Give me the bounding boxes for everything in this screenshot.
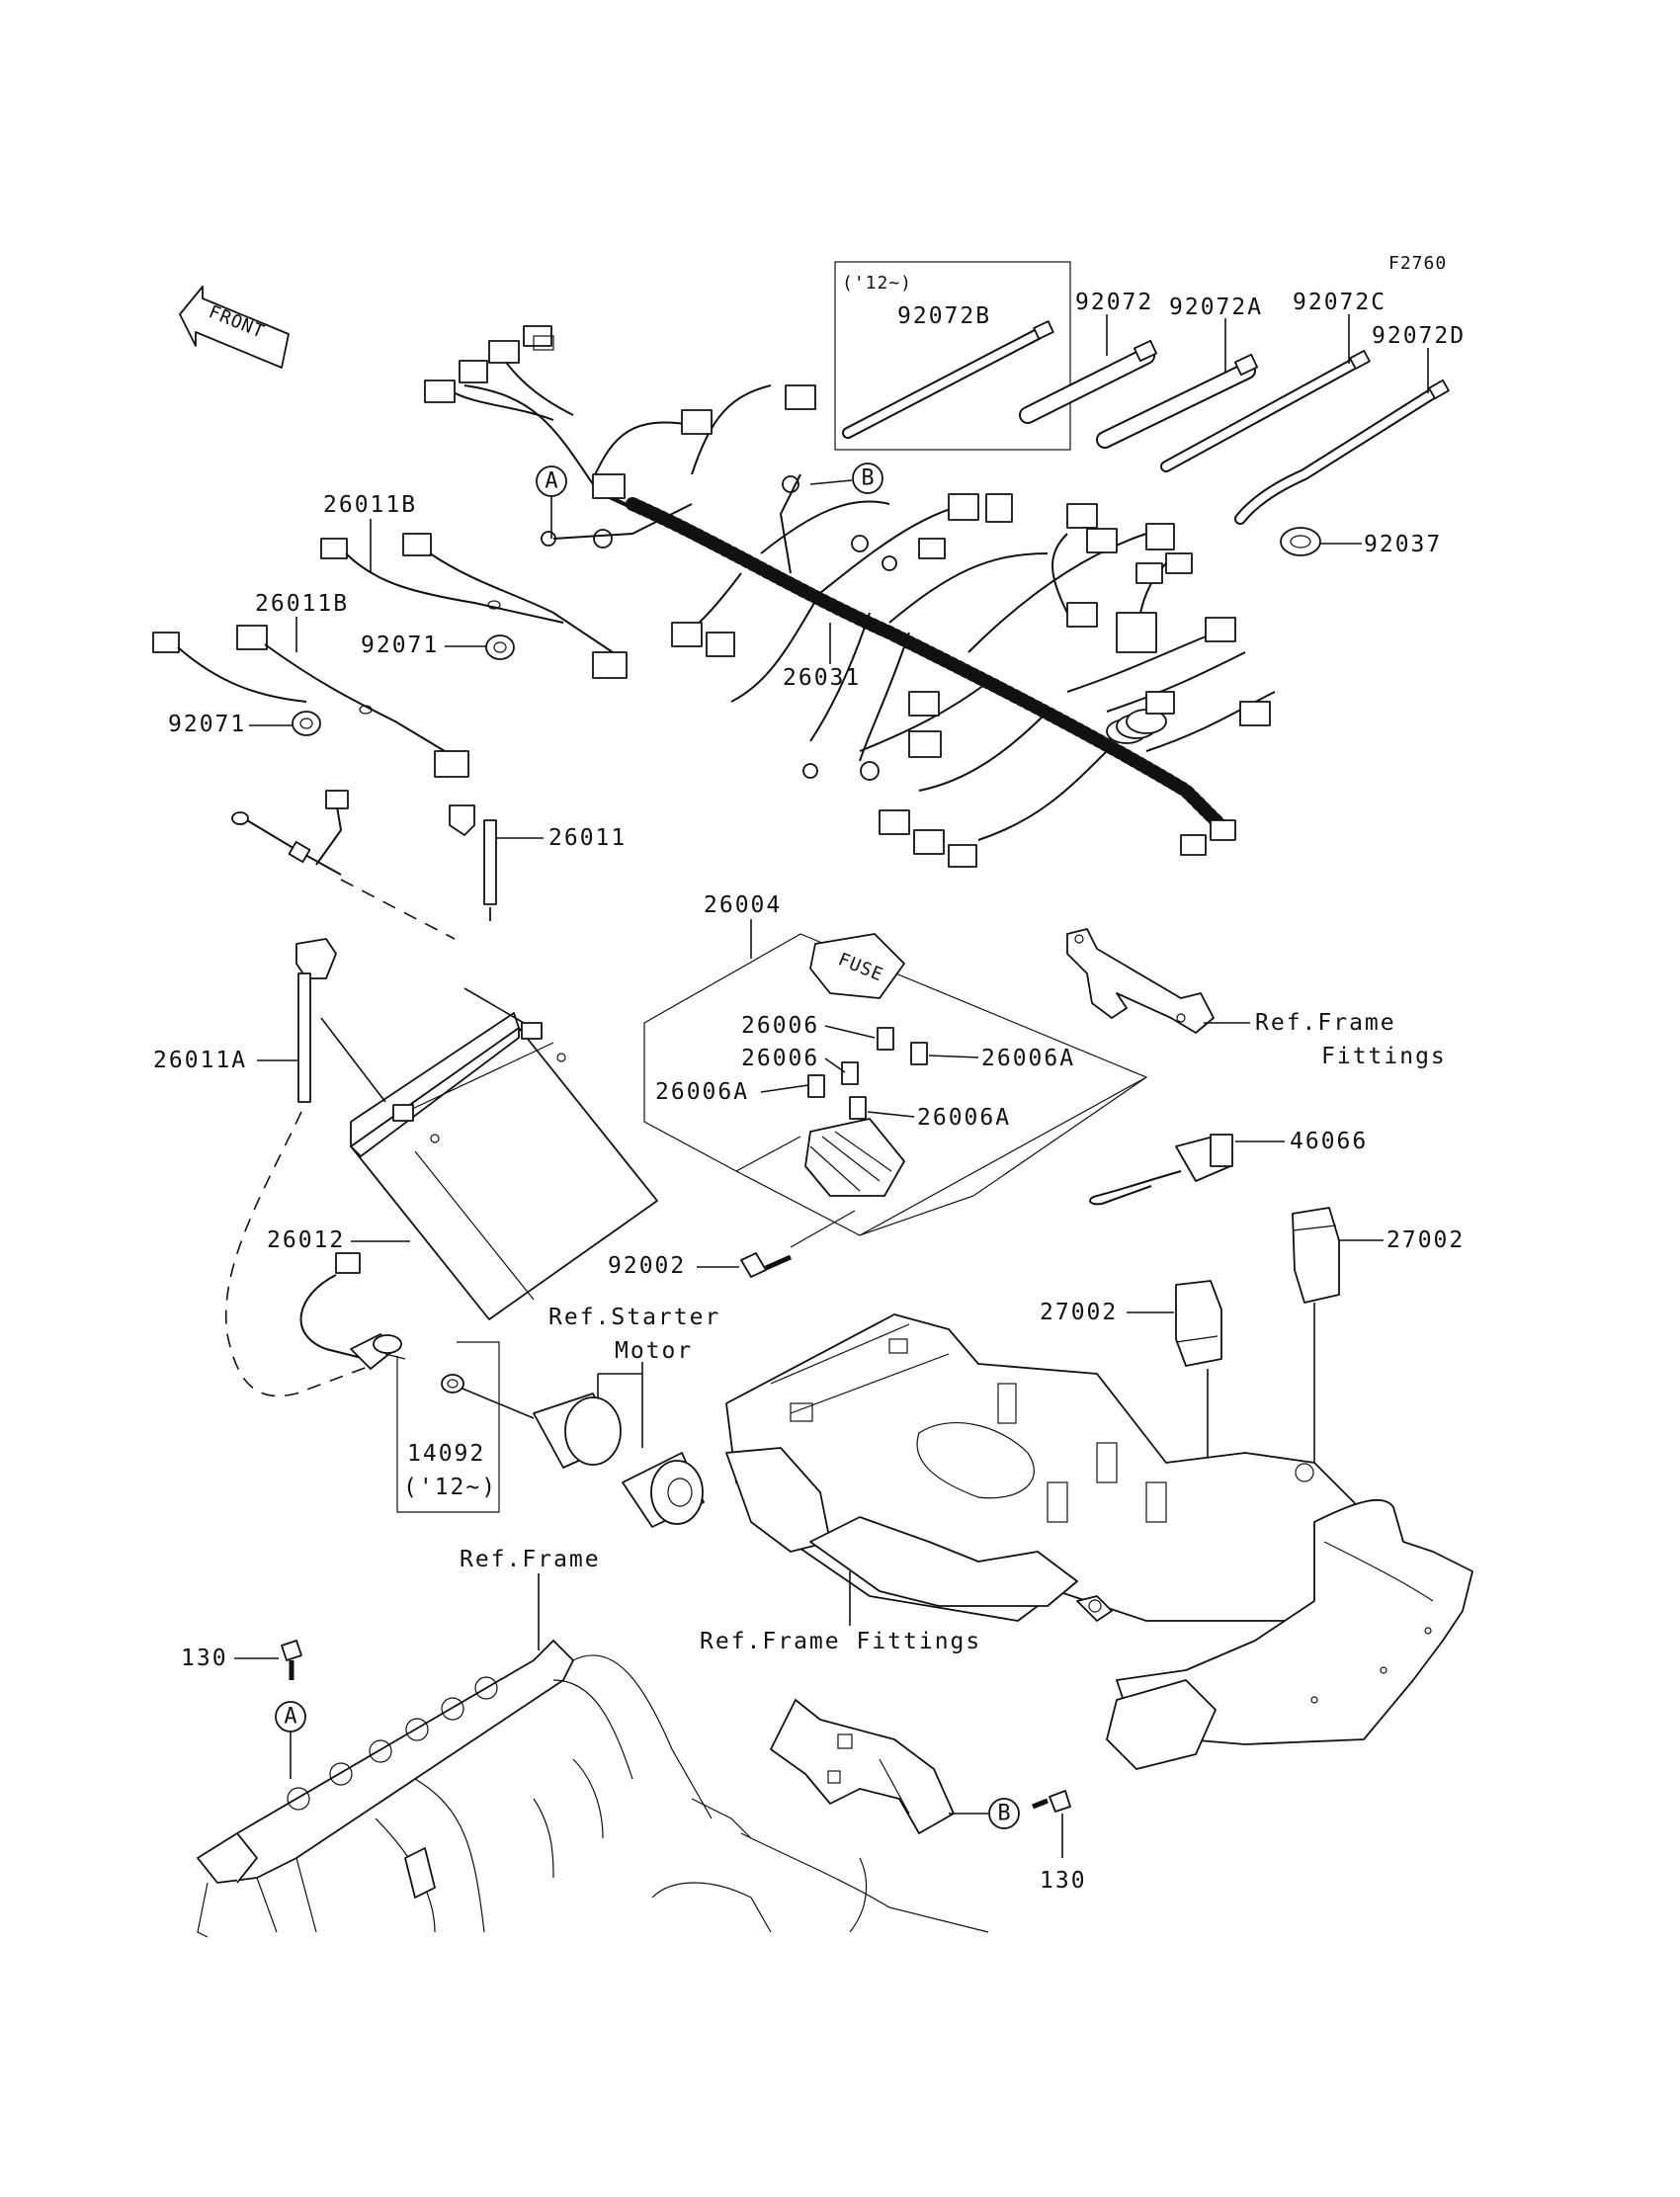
callout-b-bottom: B [988,1798,1020,1829]
ref-starter-line2: Motor [615,1338,693,1364]
relay-27002-a [1292,1207,1340,1463]
year-note-bottom: ('12~) [403,1475,497,1500]
label-26006-a: 26006 [741,1013,819,1039]
figure-code: F2760 [1388,253,1447,274]
svg-text:A: A [284,1705,296,1730]
bolt-130-b [1032,1790,1071,1813]
label-26006A-b: 26006A [981,1046,1075,1071]
label-92072B: 92072B [897,303,991,329]
ref-frame-fittings-line1: Ref.Frame [1255,1010,1396,1036]
battery-lead-sensor [299,1252,406,1370]
ref-starter-line1: Ref.Starter [548,1305,720,1330]
label-26011B-top: 26011B [323,492,417,518]
label-92072A: 92072A [1169,295,1263,320]
label-46066: 46066 [1290,1129,1368,1154]
cable-26011-negative [231,790,456,940]
battery-26012 [320,987,658,1320]
cable-26011A [225,938,377,1397]
main-harness-26031 [424,325,1276,868]
label-26006A-a: 26006A [655,1079,749,1105]
year-box-top [834,261,1071,451]
label-130-b: 130 [1040,1868,1087,1894]
connector-46066 [1089,1134,1233,1206]
ref-frame-fittings-bottom: Ref.Frame Fittings [700,1629,981,1654]
cable-tie-group: ('12~) [834,261,1450,556]
callout-a-top: A [536,465,567,497]
label-26006A-c: 26006A [917,1105,1011,1131]
label-26006-b: 26006 [741,1046,819,1071]
label-92071-a: 92071 [361,633,439,658]
callout-a-bottom: A [275,1701,306,1732]
sub-harness-26011B-lower [152,625,469,778]
label-26011B-mid: 26011B [255,591,349,617]
label-14092: 14092 [407,1441,485,1467]
starter-relay [533,1362,705,1528]
label-92071-b: 92071 [168,712,246,737]
year-box-bottom-group [396,1341,535,1513]
bolt-130-a [281,1640,302,1680]
svg-text:B: B [861,466,874,491]
label-27002-b: 27002 [1040,1300,1118,1325]
cable-26011-positive [449,804,497,921]
year-note-top: ('12~) [842,273,912,294]
label-92072D: 92072D [1372,323,1466,349]
label-92037: 92037 [1364,532,1442,557]
front-arrow-icon: FRONT [179,286,290,369]
label-26011A: 26011A [153,1048,247,1073]
label-26012: 26012 [267,1227,345,1253]
callout-b-top: B [852,463,883,494]
grommet-92071-a [485,634,515,660]
label-26011: 26011 [548,825,627,851]
frame [197,1640,989,1938]
electrical-tray [725,1313,1473,1770]
svg-text:B: B [997,1802,1010,1826]
fuse-box-26004: FUSE [643,919,1148,1236]
label-130-a: 130 [181,1646,228,1671]
label-92002: 92002 [608,1253,686,1279]
sub-harness-26011B-upper [320,533,628,679]
label-26004: 26004 [704,892,782,918]
label-26031: 26031 [783,665,861,691]
ref-frame-fittings-line2: Fittings [1321,1044,1447,1069]
ref-frame: Ref.Frame [460,1547,601,1572]
label-92072: 92072 [1075,290,1153,315]
frame-fitting-bracket [1066,928,1215,1034]
bolt-92002 [740,1210,856,1278]
label-92072C: 92072C [1293,290,1386,315]
svg-text:A: A [545,469,557,494]
clamp-92037 [1280,527,1321,556]
label-27002-a: 27002 [1386,1227,1465,1253]
grommet-92071-b [292,711,321,736]
